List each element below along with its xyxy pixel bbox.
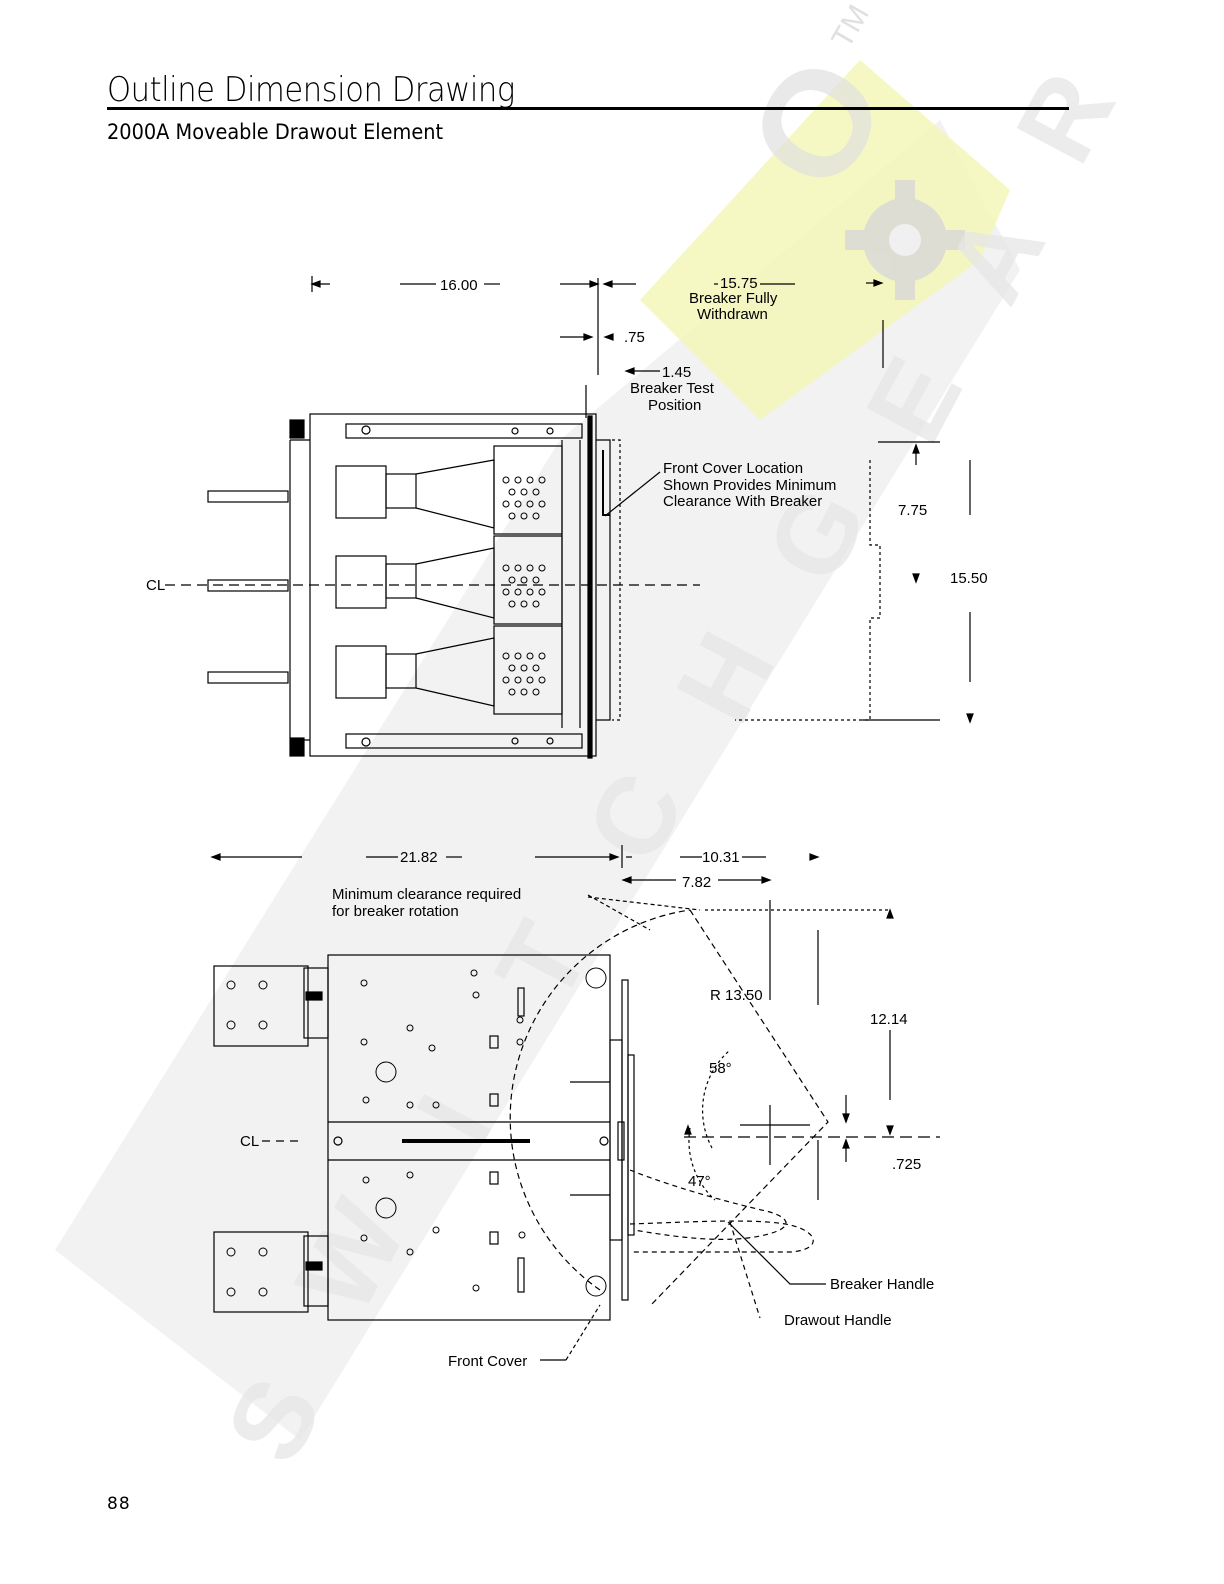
dimension-label-dim-775: 7.75	[898, 502, 927, 519]
page-number: 88	[107, 1494, 131, 1514]
dimension-label-dim-075: .75	[624, 329, 645, 346]
page-title: Outline Dimension Drawing	[107, 70, 515, 110]
top-view: 16.00 15.75 Breaker Fully Withdrawn .75 …	[146, 275, 988, 759]
dimension-label-dim-782: 7.82	[682, 874, 711, 891]
side-view: 21.82 10.31 7.82 Minimum clearance requi…	[210, 845, 940, 1370]
dimension-label-test-line1: Breaker Test	[630, 380, 715, 397]
dimension-label-centerline: CL	[146, 577, 165, 594]
dimension-label-clearance-line1: Minimum clearance required	[332, 886, 521, 903]
dimension-label-clearance-line2: for breaker rotation	[332, 903, 459, 920]
dimension-label-front-cover: Front Cover	[448, 1353, 527, 1370]
dimension-label-dim-2182: 21.82	[400, 849, 438, 866]
dimension-label-dim-145: 1.45	[662, 364, 691, 381]
dimension-label-angle-47: 47°	[688, 1173, 711, 1190]
dimension-label-dim-0725: .725	[892, 1156, 921, 1173]
dimension-label-dim-1214: 12.14	[870, 1011, 908, 1028]
title-rule	[107, 107, 1069, 110]
pole-a	[207, 445, 563, 535]
dimension-label-radius: R 13.50	[710, 987, 763, 1004]
dimension-label-breaker-handle: Breaker Handle	[830, 1276, 934, 1293]
pole-c	[207, 625, 563, 715]
dimension-label-centerline: CL	[240, 1133, 259, 1150]
dimension-label-withdrawn-line2: Withdrawn	[697, 306, 768, 323]
dimension-label-test-line2: Position	[648, 397, 701, 414]
dimension-label-dim-15-75: 15.75	[720, 275, 758, 292]
dimension-label-withdrawn-line1: Breaker Fully	[689, 290, 778, 307]
page-subtitle: 2000A Moveable Drawout Element	[107, 120, 444, 144]
dimension-label-dim-1031: 10.31	[702, 849, 740, 866]
dimension-label-angle-58: 58°	[709, 1060, 732, 1077]
dimension-label-cover-line2: Shown Provides Minimum	[663, 477, 836, 494]
dimension-label-dim-16: 16.00	[440, 277, 478, 294]
dimension-label-cover-line1: Front Cover Location	[663, 460, 803, 477]
dimension-label-drawout-handle: Drawout Handle	[784, 1312, 892, 1329]
dimension-label-dim-1550: 15.50	[950, 570, 988, 587]
dimension-label-cover-line3: Clearance With Breaker	[663, 493, 822, 510]
